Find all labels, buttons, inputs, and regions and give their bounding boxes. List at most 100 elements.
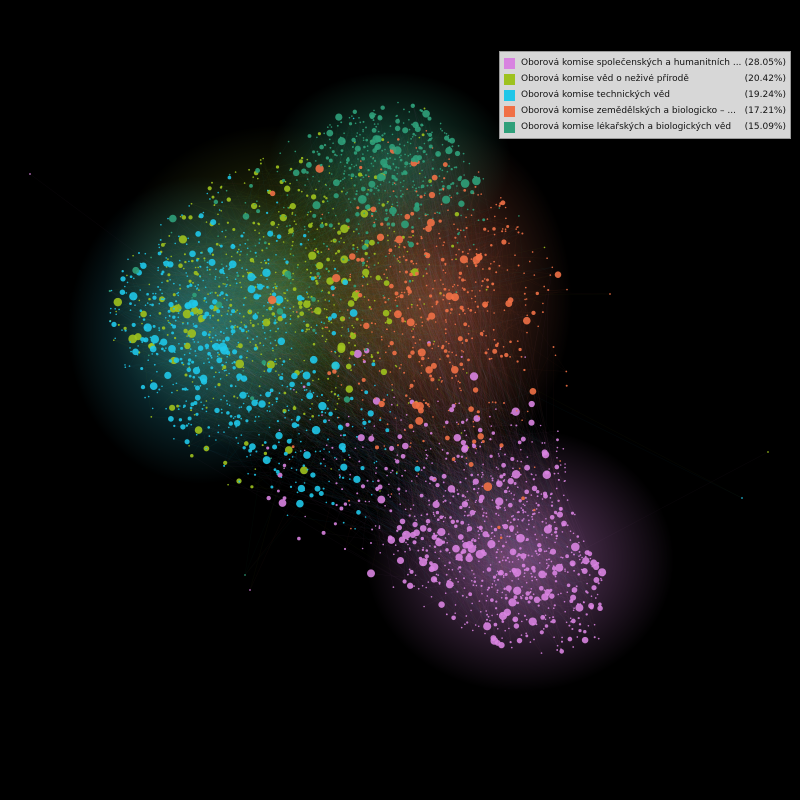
graph-node [464,623,466,626]
graph-edge [178,408,599,639]
graph-node [445,580,454,589]
graph-node [209,304,214,310]
graph-node [353,475,361,484]
graph-edge [275,288,481,501]
graph-node [186,335,188,337]
graph-node [221,230,224,233]
graph-node [340,190,343,193]
graph-node [293,388,295,391]
graph-node [195,412,199,416]
graph-node [286,514,289,517]
graph-node [380,368,388,376]
graph-edge [357,214,453,367]
graph-edge [205,392,314,449]
graph-edge [310,419,479,627]
graph-node [535,502,538,505]
graph-edge [210,274,551,357]
graph-node [509,641,512,644]
graph-node [328,330,331,332]
graph-node [254,343,257,347]
graph-node [258,242,261,244]
graph-node [454,402,457,405]
graph-node [309,418,312,421]
graph-edge [226,400,419,475]
graph-node [305,429,308,432]
graph-edge [440,168,533,475]
graph-node [410,260,413,263]
cluster-haze [366,428,674,692]
graph-edge [211,182,417,192]
graph-node [476,305,479,308]
graph-node [334,350,336,353]
graph-node [488,357,491,361]
graph-node [207,293,209,295]
graph-node [305,388,308,391]
graph-node [172,307,175,310]
graph-edge [186,425,547,569]
graph-node [357,172,363,177]
graph-edge [179,309,311,392]
graph-edge [316,256,400,282]
graph-edge [484,449,501,522]
graph-node [455,519,459,523]
graph-node [453,433,462,442]
graph-node [206,269,209,271]
graph-edge [473,209,510,562]
graph-node [150,379,153,382]
graph-node [455,354,458,356]
graph-node [566,524,569,527]
graph-node [577,573,580,576]
graph-edge [305,146,453,249]
graph-node [461,494,465,498]
graph-node [254,251,257,254]
graph-node [224,236,227,238]
graph-edge [251,134,393,278]
graph-node [373,462,376,464]
graph-edge [438,403,532,559]
graph-node [586,550,590,553]
graph-node [362,418,365,421]
graph-node [471,629,474,632]
graph-node [245,419,249,423]
graph-edge [459,499,493,572]
graph-edge [267,410,533,511]
graph-node [292,306,295,308]
graph-edge [331,320,527,323]
graph-node [215,371,217,374]
graph-node [421,133,425,137]
graph-node [594,597,597,599]
graph-node [226,313,229,315]
graph-node [285,331,287,334]
graph-node [569,539,572,541]
graph-edge [385,352,505,558]
graph-node [553,521,556,524]
graph-node [466,596,468,598]
graph-node [217,191,219,194]
graph-node [564,568,566,571]
graph-node [572,532,575,535]
graph-node [531,579,533,582]
graph-node [312,391,315,394]
graph-edge [481,333,549,530]
graph-edge [352,257,480,326]
graph-node [573,607,575,609]
graph-node [471,602,474,605]
graph-node [306,292,309,295]
graph-node [240,286,243,289]
graph-edge [185,330,548,473]
graph-node [271,312,276,316]
graph-node [476,491,479,494]
graph-node [290,347,293,350]
graph-node [272,286,275,289]
graph-node [255,450,258,453]
graph-node [253,347,258,351]
graph-edge [157,186,423,393]
graph-node [157,266,159,269]
graph-node [250,202,258,210]
graph-node [283,467,285,470]
graph-node [140,366,144,371]
graph-node [306,468,309,471]
graph-node [419,558,428,567]
graph-edge [368,266,566,612]
graph-node [146,292,149,296]
